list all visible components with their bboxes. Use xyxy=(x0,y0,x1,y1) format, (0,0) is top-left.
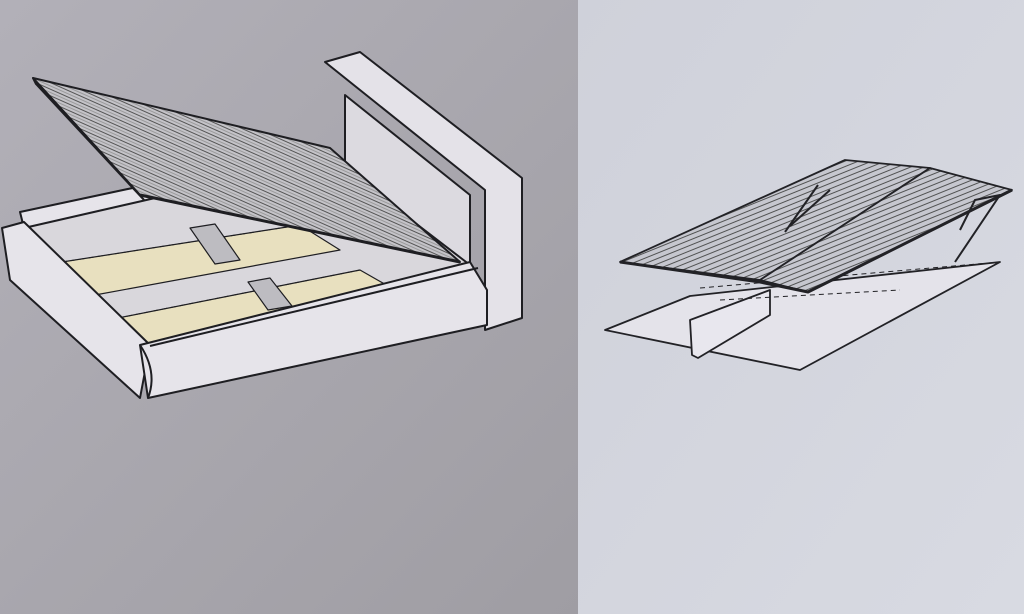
headboard xyxy=(324,51,523,331)
front-rail xyxy=(139,261,488,399)
bed-storage-illustration xyxy=(604,159,1013,371)
bed-lift-up-illustration xyxy=(1,51,523,399)
storage-divider xyxy=(689,289,771,359)
